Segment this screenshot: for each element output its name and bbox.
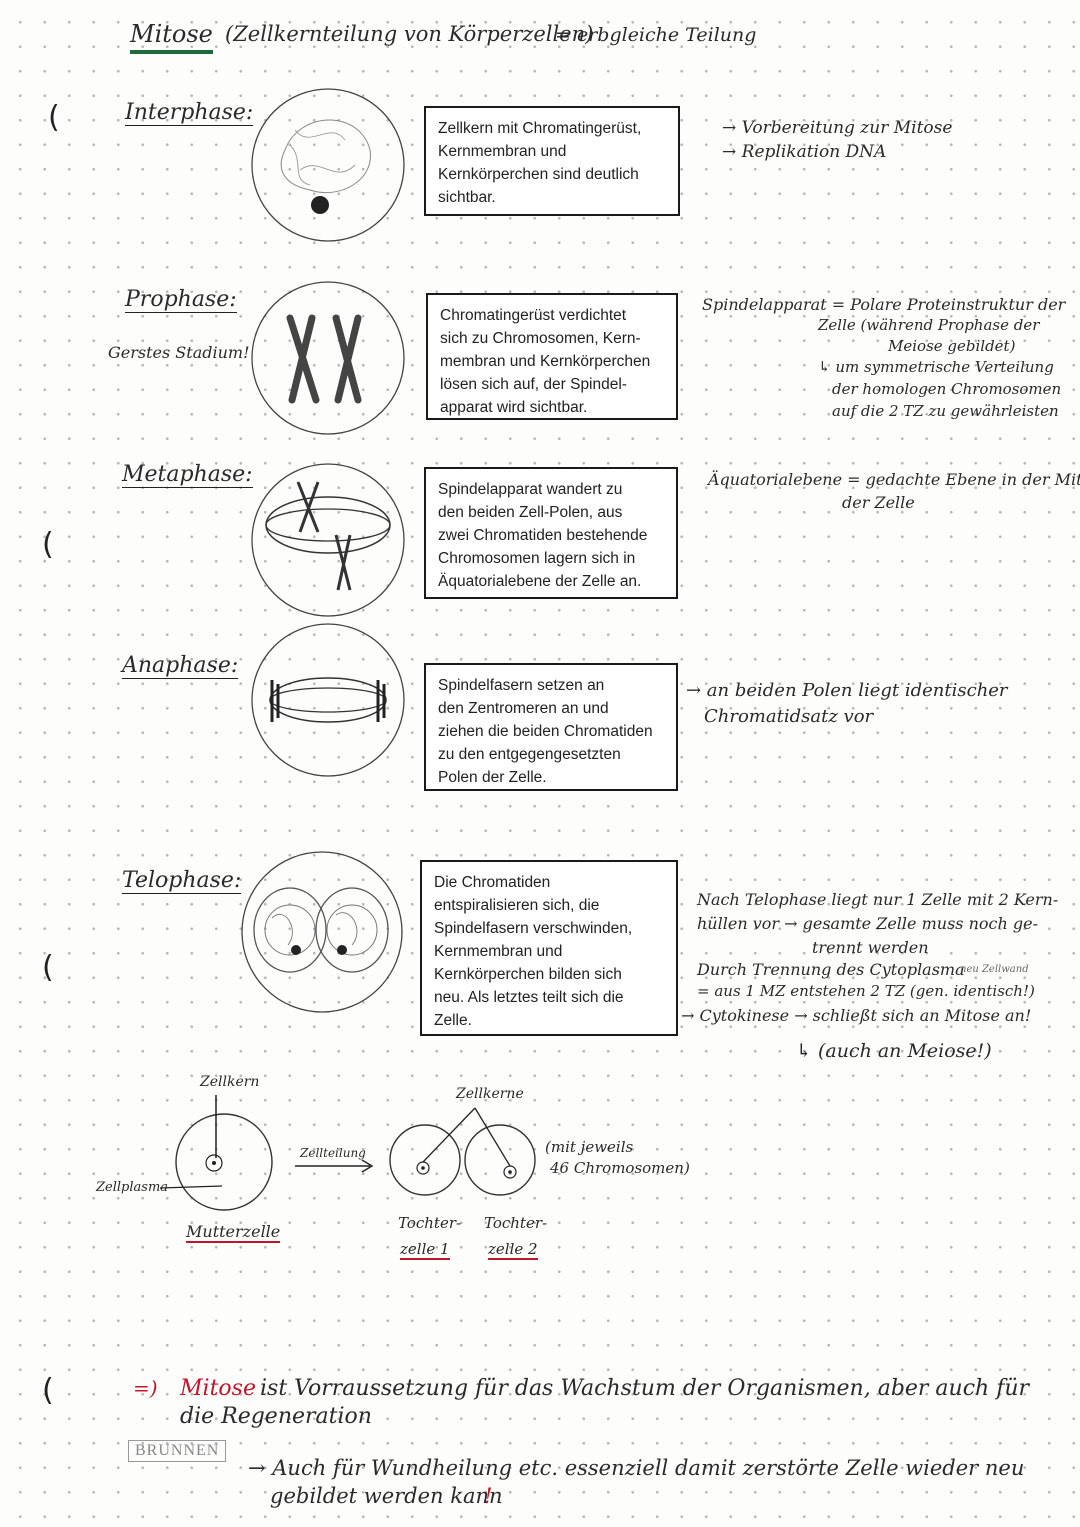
page-equals: = erbgleiche Teilung [555, 24, 757, 46]
prophase-note: ↳ um symmetrische Verteilung [818, 358, 1054, 376]
binder-ring: ( [42, 950, 54, 985]
label-chromosomen-1: (mit jeweils [545, 1138, 634, 1156]
anaphase-note: Chromatidsatz vor [704, 706, 874, 727]
telophase-note: → Cytokinese → schließt sich an Mitose a… [681, 1006, 1032, 1025]
label-tochterzelle-1a: Tochter- [398, 1214, 462, 1232]
prophase-side-note: Gerstes Stadium! [108, 343, 250, 362]
metaphase-note: der Zelle [842, 493, 915, 512]
conclusion-line3: → Auch für Wundheilung etc. essenziell d… [248, 1456, 1025, 1480]
prophase-description-box: Chromatingerüst verdichtet sich zu Chrom… [426, 293, 678, 420]
phase-label-metaphase: Metaphase: [122, 462, 253, 488]
conclusion-arrow: =) [133, 1376, 158, 1400]
interphase-description: Zellkern mit Chromatingerüst, Kernmembra… [438, 120, 642, 206]
conclusion-keyword: Mitose [180, 1376, 256, 1401]
conclusion-line1: ist Vorraussetzung für das Wachstum der … [260, 1376, 1030, 1401]
phase-label-prophase: Prophase: [125, 287, 237, 313]
telophase-note: hüllen vor → gesamte Zelle muss noch ge- [697, 914, 1038, 933]
page-subtitle: (Zellkernteilung von Körperzellen) [225, 22, 594, 46]
binder-ring: ( [48, 100, 60, 135]
label-chromosomen-2: 46 Chromosomen) [550, 1159, 690, 1177]
telophase-note: Nach Telophase liegt nur 1 Zelle mit 2 K… [697, 890, 1059, 909]
binder-ring: ( [42, 527, 54, 562]
prophase-note: Spindelapparat = Polare Proteinstruktur … [702, 295, 1066, 314]
anaphase-description: Spindelfasern setzen an den Zentromeren … [438, 677, 653, 786]
binder-ring: ( [42, 1373, 54, 1408]
metaphase-description: Spindelapparat wandert zu den beiden Zel… [438, 481, 648, 590]
label-tochterzelle-2b: zelle 2 [488, 1240, 538, 1260]
metaphase-note: Äquatorialebene = gedachte Ebene in der … [708, 470, 1080, 489]
telophase-description: Die Chromatiden entspiralisieren sich, d… [434, 874, 633, 1029]
interphase-description-box: Zellkern mit Chromatingerüst, Kernmembra… [424, 106, 680, 216]
telophase-note: trennt werden [812, 938, 929, 957]
interphase-note: → Replikation DNA [722, 142, 887, 162]
anaphase-description-box: Spindelfasern setzen an den Zentromeren … [424, 663, 678, 791]
label-tochterzelle-1b: zelle 1 [400, 1240, 450, 1260]
phase-label-anaphase: Anaphase: [122, 653, 239, 679]
page-title: Mitose [130, 20, 213, 54]
label-zellplasma: Zellplasma [96, 1180, 169, 1195]
prophase-note: Zelle (während Prophase der [818, 316, 1040, 334]
prophase-note: der homologen Chromosomen [832, 380, 1062, 398]
telophase-description-box: Die Chromatiden entspiralisieren sich, d… [420, 860, 678, 1036]
conclusion-line2: die Regeneration [180, 1404, 372, 1429]
telophase-tiny-note: neu Zellwand [960, 964, 1029, 975]
label-tochterzelle-2a: Tochter- [484, 1214, 548, 1232]
label-zellkern: Zellkern [200, 1074, 260, 1090]
phase-label-interphase: Interphase: [125, 100, 254, 126]
telophase-note: = aus 1 MZ entstehen 2 TZ (gen. identisc… [697, 982, 1035, 1000]
label-zellteilung: Zellteilung [300, 1146, 366, 1160]
prophase-note: Meiose gebildet) [888, 337, 1016, 355]
interphase-note: → Vorbereitung zur Mitose [722, 118, 953, 138]
conclusion-line4: gebildet werden kann [270, 1484, 503, 1508]
telophase-note: ↳ (auch an Meiose!) [796, 1040, 992, 1062]
label-mutterzelle: Mutterzelle [186, 1222, 281, 1243]
label-zellkerne: Zellkerne [456, 1086, 524, 1102]
prophase-description: Chromatingerüst verdichtet sich zu Chrom… [440, 307, 651, 416]
telophase-note: Durch Trennung des Cytoplasma [697, 960, 965, 979]
phase-label-telophase: Telophase: [122, 868, 242, 894]
prophase-note: auf die 2 TZ zu gewährleisten [832, 402, 1059, 420]
metaphase-description-box: Spindelapparat wandert zu den beiden Zel… [424, 467, 678, 599]
brand-stamp: BRUNNEN [128, 1440, 227, 1462]
conclusion-exclaim: ! [484, 1484, 493, 1508]
anaphase-note: → an beiden Polen liegt identischer [686, 680, 1008, 701]
